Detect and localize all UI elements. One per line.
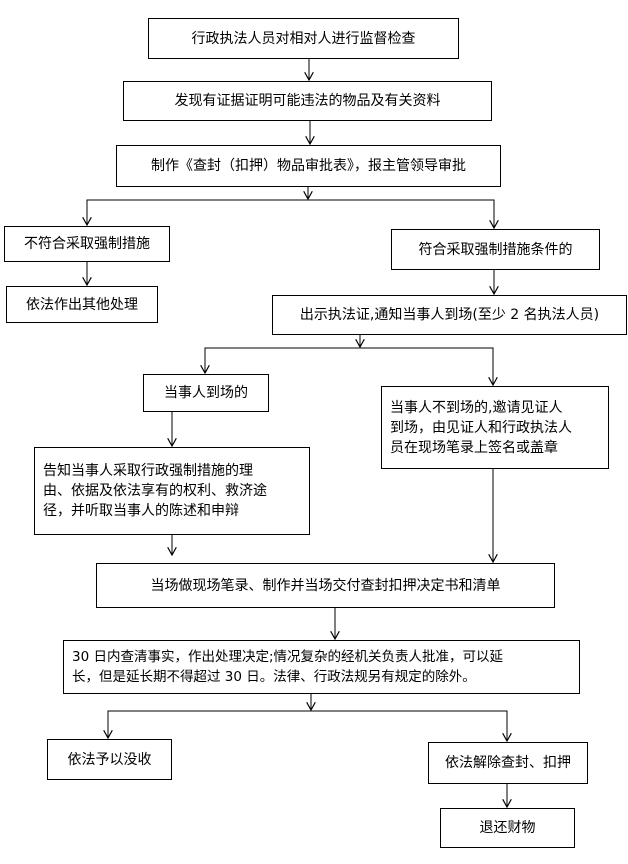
node-on-site-record-label: 当场做现场笔录、制作并当场交付查封扣押决定书和清单: [150, 577, 501, 594]
node-release: 依法解除查封、扣押: [428, 742, 588, 784]
text-line: 由、依据及依法享有的权利、救济途: [43, 483, 267, 499]
node-found-evidence-label: 发现有证据证明可能违法的物品及有关资料: [174, 93, 441, 109]
text-line: 告知当事人采取行政强制措施的理: [43, 463, 253, 479]
text-line: 长，但是延长期不得超过 30 日。法律、行政法规另有规定的除外。: [72, 669, 476, 685]
node-show-certificate: 出示执法证,通知当事人到场(至少 2 名执法人员): [272, 295, 627, 335]
node-release-label: 依法解除查封、扣押: [445, 755, 571, 771]
node-found-evidence: 发现有证据证明可能违法的物品及有关资料: [123, 81, 492, 121]
node-start-label: 行政执法人员对相对人进行监督检查: [191, 30, 416, 47]
node-other-handling: 依法作出其他处理: [6, 286, 158, 323]
node-show-certificate-label: 出示执法证,通知当事人到场(至少 2 名执法人员): [299, 307, 600, 323]
node-return-property: 退还财物: [440, 808, 575, 848]
node-party-present: 当事人到场的: [143, 374, 269, 412]
node-eligible: 符合采取强制措施条件的: [391, 229, 600, 270]
node-thirty-days-text: 30 日内查清事实，作出处理决定;情况复杂的经机关负责人批准，可以延 长，但是延…: [72, 647, 503, 687]
text-line: 当事人不到场的,邀请见证人: [390, 399, 563, 416]
node-on-site-record: 当场做现场笔录、制作并当场交付查封扣押决定书和清单: [96, 563, 555, 608]
node-party-present-label: 当事人到场的: [164, 385, 248, 401]
node-return-property-label: 退还财物: [479, 820, 536, 836]
branch-line-outcome: [107, 710, 508, 741]
node-inform-party: 告知当事人采取行政强制措施的理 由、依据及依法享有的权利、救济途 径，并听取当事…: [34, 447, 310, 535]
node-inform-party-text: 告知当事人采取行政强制措施的理 由、依据及依法享有的权利、救济途 径，并听取当事…: [43, 461, 267, 521]
branch-line-eligibility: [86, 199, 495, 228]
text-line: 员在现场笔录上签名或盖章: [390, 439, 558, 456]
node-confiscate-label: 依法予以没收: [67, 751, 152, 768]
node-party-absent: 当事人不到场的,邀请见证人 到场，由见证人和行政执法人 员在现场笔录上签名或盖章: [381, 386, 609, 469]
node-eligible-label: 符合采取强制措施条件的: [418, 241, 573, 258]
text-line: 30 日内查清事实，作出处理决定;情况复杂的经机关负责人批准，可以延: [72, 649, 504, 665]
node-party-absent-text: 当事人不到场的,邀请见证人 到场，由见证人和行政执法人 员在现场笔录上签名或盖章: [390, 398, 572, 458]
node-other-handling-label: 依法作出其他处理: [26, 296, 138, 313]
node-start: 行政执法人员对相对人进行监督检查: [148, 18, 459, 59]
node-thirty-days: 30 日内查清事实，作出处理决定;情况复杂的经机关负责人批准，可以延 长，但是延…: [63, 640, 580, 694]
node-confiscate: 依法予以没收: [47, 739, 172, 780]
node-not-eligible: 不符合采取强制措施: [4, 226, 170, 262]
node-not-eligible-label: 不符合采取强制措施: [24, 236, 150, 252]
node-approval-form: 制作《查封（扣押）物品审批表》，报主管领导审批: [116, 145, 501, 187]
text-line: 到场，由见证人和行政执法人: [390, 419, 572, 436]
text-line: 径，并听取当事人的陈述和申辩: [43, 503, 239, 519]
node-approval-form-label: 制作《查封（扣押）物品审批表》，报主管领导审批: [151, 158, 466, 174]
